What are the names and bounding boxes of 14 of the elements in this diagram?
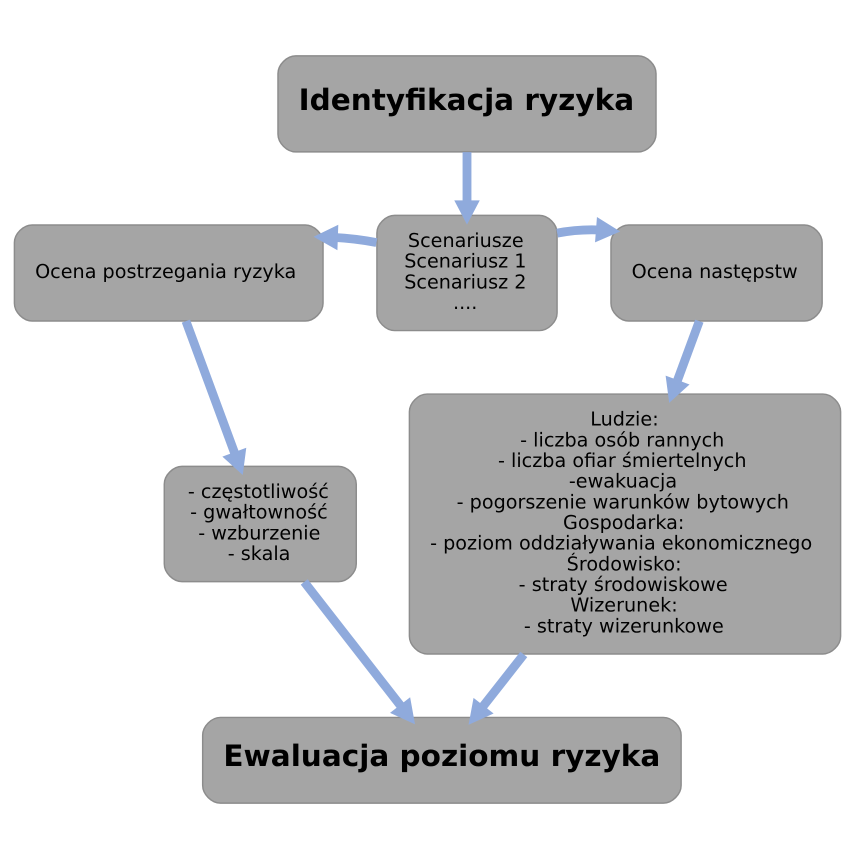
node-box: Identyfikacja ryzyka xyxy=(277,55,657,153)
arrow xyxy=(300,579,415,724)
node-box: Ludzie: - liczba osób rannych - liczba ofiar śmiertelnych -ewakuacja - pogorszenie warunków bytowych Gospodarka: - poziom oddziaływania ekonomicznego Środowisko: - straty środowiskowe Wizerunek: - straty wizerunkowe xyxy=(408,393,842,655)
arrow xyxy=(468,652,528,725)
node-box: Ewaluacja poziomu ryzyka xyxy=(202,716,682,804)
node-box: - częstotliwość - gwałtowność - wzburzenie - skala xyxy=(164,466,357,582)
node-box: Scenariusze Scenariusz 1 Scenariusz 2 .... xyxy=(376,214,558,332)
arrow xyxy=(556,216,620,242)
arrow xyxy=(314,224,378,250)
arrow xyxy=(454,152,480,225)
arrow xyxy=(182,320,246,476)
node-box: Ocena postrzegania ryzyka xyxy=(14,224,324,322)
node-box: Ocena następstw xyxy=(610,224,823,322)
arrow xyxy=(666,320,704,403)
